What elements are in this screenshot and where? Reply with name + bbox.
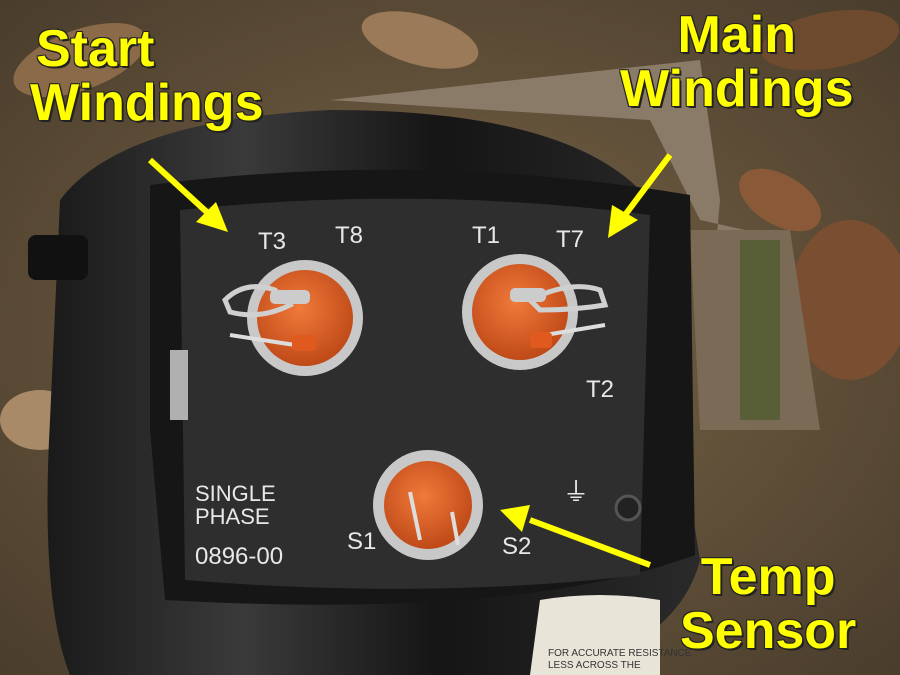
mounting-screw <box>614 494 642 522</box>
sticker-line2: LESS ACROSS THE <box>548 660 641 671</box>
phase-label-line1: SINGLE <box>195 481 276 506</box>
leaf <box>790 220 900 380</box>
ground-symbol: ⏚ <box>563 477 590 507</box>
terminal-label-t7: T7 <box>556 226 585 253</box>
terminal-label-t2: T2 <box>586 376 615 403</box>
temp-callout-line1: Temp <box>700 548 836 606</box>
temp-sensor-terminal <box>373 450 483 560</box>
leaf <box>739 168 821 232</box>
terminal-label-t3: T3 <box>258 228 287 255</box>
start-windings-arrow <box>147 157 228 232</box>
wooden-board <box>330 60 800 430</box>
temp-sensor-arrow <box>500 505 652 568</box>
leaf <box>13 23 147 97</box>
metal-bracket <box>170 350 188 420</box>
terminal-label-t1: T1 <box>472 222 501 249</box>
warning-sticker <box>530 595 660 675</box>
main-windings-arrow <box>608 153 673 238</box>
moss <box>740 240 780 420</box>
start-callout-line1: Start <box>36 20 155 78</box>
terminal-label-t8: T8 <box>335 222 364 249</box>
leaf <box>760 9 900 71</box>
leaf <box>361 11 479 69</box>
temp-callout-line2: Sensor <box>680 602 857 660</box>
start-windings-terminal <box>222 260 363 376</box>
terminal-label-s1: S1 <box>347 528 377 555</box>
terminal-label-s2: S2 <box>502 533 532 560</box>
temp-sensor-callout: Temp Sensor <box>680 550 856 658</box>
main-windings-callout: Main Windings <box>620 8 854 116</box>
sticker-line1: FOR ACCURATE RESISTANCE <box>548 648 692 659</box>
start-callout-line2: Windings <box>30 74 264 132</box>
main-callout-line1: Main <box>677 6 796 64</box>
side-knob <box>28 235 88 280</box>
main-callout-line2: Windings <box>620 60 854 118</box>
main-windings-terminal <box>462 254 609 370</box>
model-number: 0896-00 <box>195 543 284 570</box>
start-windings-callout: Start Windings <box>30 22 264 130</box>
phase-label-line2: PHASE <box>195 504 270 529</box>
